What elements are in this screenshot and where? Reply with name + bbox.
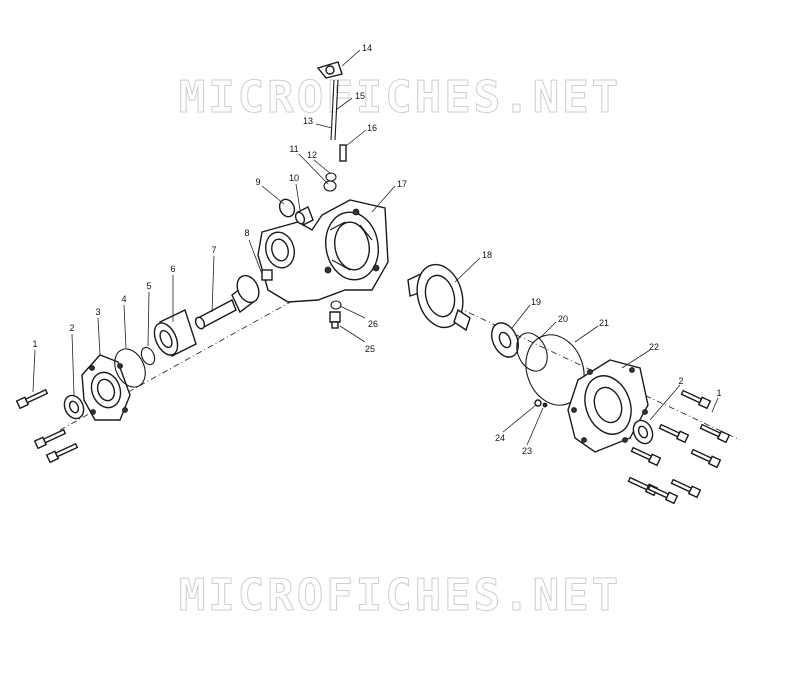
callout-7: 7 (211, 245, 216, 255)
callout-10: 10 (289, 173, 299, 183)
o-ring-20 (516, 332, 548, 372)
seal-right (632, 419, 654, 445)
washer-11 (323, 180, 337, 192)
callout-24: 24 (495, 433, 505, 443)
callout-9: 9 (255, 177, 260, 187)
callout-11: 11 (289, 144, 298, 154)
pinion-shaft (194, 274, 260, 330)
callout-8: 8 (244, 228, 249, 238)
callout-16: 16 (367, 123, 377, 133)
bushing-10 (294, 206, 314, 226)
callout-18: 18 (482, 250, 492, 260)
callout-4: 4 (121, 294, 126, 304)
callout-21: 21 (599, 318, 609, 328)
callout-12: 12 (307, 150, 317, 160)
o-ring-12 (325, 172, 337, 182)
callout-1b: 1 (716, 388, 721, 398)
callout-6: 6 (170, 264, 175, 274)
pin-24 (534, 399, 542, 407)
callout-26: 26 (368, 319, 378, 329)
axis-line-right (409, 284, 741, 441)
callout-23: 23 (522, 446, 532, 456)
cover-plate-left (81, 354, 131, 421)
callout-13: 13 (303, 116, 313, 126)
callout-25: 25 (365, 344, 375, 354)
leader-lines (32, 49, 719, 446)
bolt-group-right (627, 389, 731, 505)
plug-25 (329, 311, 341, 329)
bearing-left (153, 309, 197, 357)
o-ring-left (114, 348, 146, 388)
callout-5: 5 (146, 281, 151, 291)
thrust-washer-19 (491, 322, 519, 358)
o-ring-21 (525, 334, 585, 406)
vent-tube-assembly (316, 61, 347, 162)
cover-right (567, 359, 649, 453)
gear-housing (257, 199, 389, 303)
snap-ring (140, 346, 156, 366)
callout-14: 14 (362, 43, 372, 53)
callout-15: 15 (355, 91, 365, 101)
washer-23 (542, 402, 548, 408)
callout-19: 19 (531, 297, 541, 307)
watermark-top: MICROFICHES.NET (178, 72, 622, 124)
washer-26 (330, 300, 342, 310)
callout-22: 22 (649, 342, 659, 352)
watermark-bottom: MICROFICHES.NET (178, 570, 622, 622)
callout-3: 3 (95, 307, 100, 317)
seal-left (63, 394, 85, 420)
callout-17: 17 (397, 179, 407, 189)
callout-1a: 1 (32, 339, 37, 349)
callout-20: 20 (558, 314, 568, 324)
callout-2a: 2 (69, 323, 74, 333)
callout-2b: 2 (678, 376, 683, 386)
ring-gear-hub (407, 263, 471, 332)
bolt-group-left (15, 388, 79, 464)
